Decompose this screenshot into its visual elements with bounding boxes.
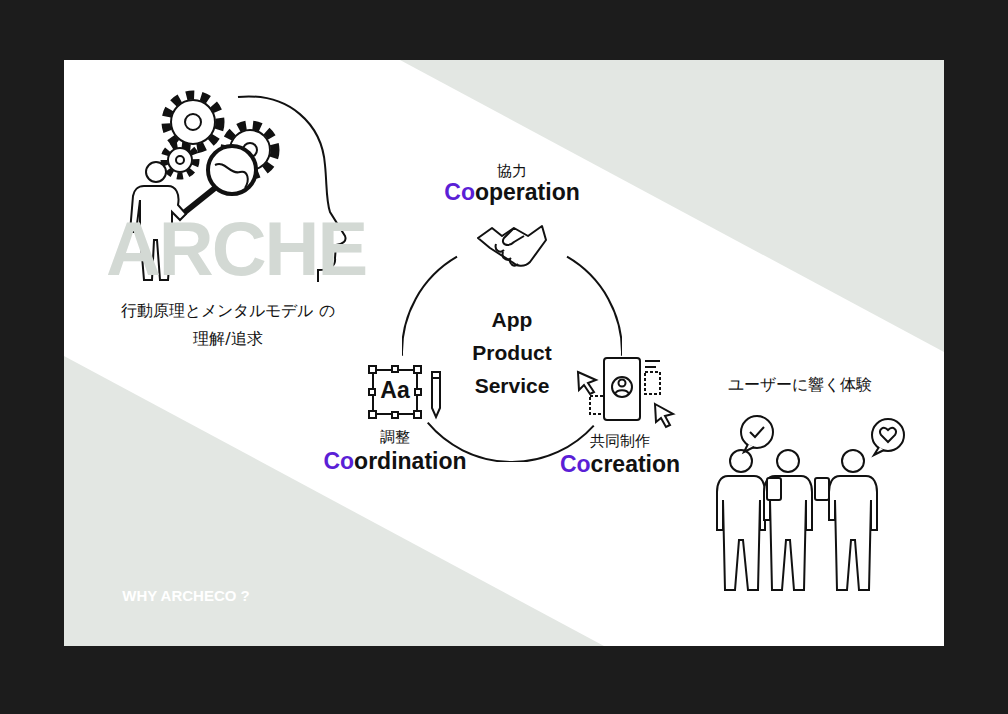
caption-text: 行動原理とメンタルモデル の理解/追求 (119, 297, 337, 353)
heading-jp: 共同制作 (590, 432, 650, 451)
watermark: ARCHE (106, 205, 366, 292)
heading-en: Coordination (323, 448, 466, 475)
cycle-circle: App Product Service (402, 242, 622, 462)
heading-jp: 協力 (497, 162, 527, 181)
center-text: App Product Service (467, 303, 557, 402)
caption-text: ユーザーに響く体験 (728, 375, 872, 396)
heading-en: Cocreation (560, 451, 680, 478)
heading-jp: 調整 (380, 428, 410, 447)
footer-label: WHY ARCHECO ? (122, 587, 250, 604)
icon-text: Aa (380, 377, 409, 404)
heading-en: Cooperation (444, 179, 579, 206)
